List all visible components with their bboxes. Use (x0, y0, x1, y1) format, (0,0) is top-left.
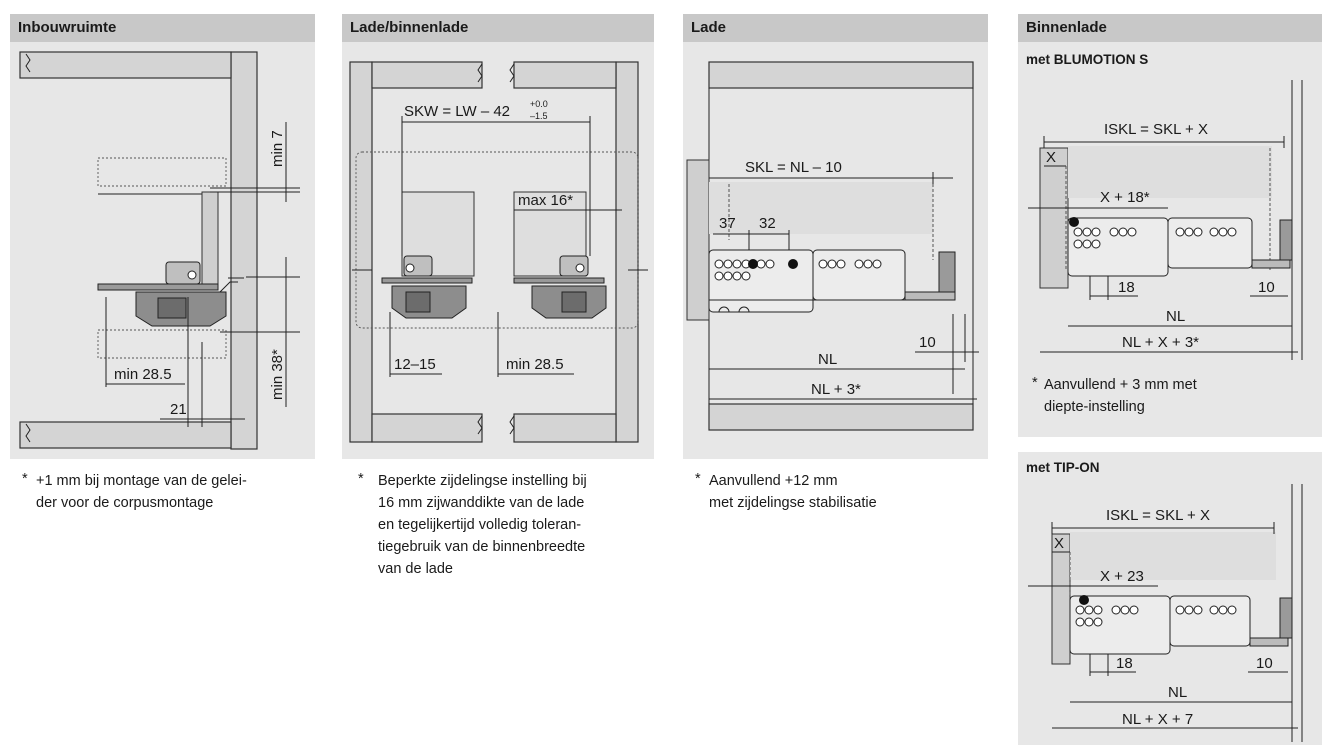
footnote: * +1 mm bij montage van de gelei- der vo… (22, 470, 312, 514)
column-lade: Lade SKL = NL – 10 37 32 (683, 14, 988, 734)
footnote-line: Aanvullend + 3 mm met (1044, 377, 1197, 393)
dim-iskl: ISKL = SKL + X (1106, 507, 1210, 524)
dim-nl: NL (818, 351, 837, 368)
dim-12-15: 12–15 (394, 356, 436, 373)
dim-iskl: ISKL = SKL + X (1104, 121, 1208, 138)
blumotion-subtitle: met BLUMOTION S (1026, 52, 1149, 67)
footnote-line: en tegelijkertijd volledig toleran- (378, 517, 582, 533)
dim-skl: SKL = NL – 10 (745, 159, 842, 176)
column-lade-binnenlade: Lade/binnenlade (342, 14, 654, 734)
blumotion-panel: met BLUMOTION S ISKL = SKL + X X X + 18* (1018, 42, 1322, 437)
dim-nl-x-3: NL + X + 3* (1122, 334, 1199, 351)
dim-32: 32 (759, 215, 776, 232)
dim-nl: NL (1166, 308, 1185, 325)
footnote-line: 16 mm zijwanddikte van de lade (378, 495, 585, 511)
footnote-line: der voor de corpusmontage (36, 495, 214, 511)
diagram-panel: min 7 min 38* min 28.5 21 (10, 42, 315, 459)
footnote-star: * (695, 471, 701, 487)
footnote-line: van de lade (378, 561, 453, 577)
footnote-line: tiegebruik van de binnenbreedte (378, 539, 586, 555)
dim-min-28-5: min 28.5 (506, 356, 564, 373)
dim-min-28-5: min 28.5 (114, 366, 172, 383)
blumotion-diagram: ISKL = SKL + X X X + 18* 18 (1028, 80, 1303, 360)
dim-18: 18 (1116, 655, 1133, 672)
diagram-panel: SKL = NL – 10 37 32 (683, 42, 988, 459)
dim-x: X (1054, 535, 1064, 552)
dim-skw-formula: SKW = LW – 42 (404, 103, 510, 120)
dim-10: 10 (1256, 655, 1273, 672)
tipon-panel: met TIP-ON ISKL = SKL + X X X + 23 (1018, 452, 1322, 745)
column-title: Lade (683, 14, 988, 42)
dim-nl-plus-3: NL + 3* (811, 381, 861, 398)
dim-max-16: max 16* (518, 192, 573, 209)
footnote-line: Aanvullend +12 mm (709, 473, 838, 489)
dim-skw-tolerance-lower: –1.5 (530, 111, 548, 121)
footnote-star: * (22, 471, 28, 487)
footnote-line: Beperkte zijdelingse instelling bij (378, 473, 587, 489)
footnote-line: +1 mm bij montage van de gelei- (36, 473, 247, 489)
column-title: Inbouwruimte (10, 14, 315, 42)
tipon-subtitle: met TIP-ON (1026, 460, 1100, 475)
dim-37: 37 (719, 215, 736, 232)
diagram-panel: SKW = LW – 42 +0.0 –1.5 max 16* 12–15 mi… (342, 42, 654, 459)
column-title: Lade/binnenlade (342, 14, 654, 42)
dim-18: 18 (1118, 279, 1135, 296)
column-binnenlade: Binnenlade met BLUMOTION S ISKL = SKL + … (1018, 14, 1322, 745)
dim-10: 10 (919, 334, 936, 351)
dim-x-plus-18: X + 18* (1100, 189, 1150, 206)
dim-x-plus-23: X + 23 (1100, 568, 1144, 585)
dim-10: 10 (1258, 279, 1275, 296)
dim-21: 21 (170, 401, 187, 418)
footnote-line: met zijdelingse stabilisatie (709, 495, 877, 511)
dim-min-7: min 7 (269, 130, 286, 167)
installation-space-diagram: min 7 min 38* min 28.5 21 (19, 51, 300, 450)
drawer-inner-drawer-diagram: SKW = LW – 42 +0.0 –1.5 max 16* 12–15 mi… (349, 61, 648, 443)
dim-min-38: min 38* (269, 349, 286, 400)
footnote: * Aanvullend +12 mm met zijdelingse stab… (695, 470, 985, 514)
tipon-diagram: ISKL = SKL + X X X + 23 18 10 (1028, 484, 1303, 742)
dim-nl-x-7: NL + X + 7 (1122, 711, 1193, 728)
footnote: * Beperkte zijdelingse instelling bij 16… (358, 470, 652, 580)
column-title: Binnenlade (1018, 14, 1322, 42)
dim-skw-tolerance-upper: +0.0 (530, 99, 548, 109)
blumotion-footnote: * Aanvullend + 3 mm met diepte-instellin… (1032, 374, 1312, 418)
footnote-star: * (1032, 375, 1038, 391)
drawer-side-diagram: SKL = NL – 10 37 32 (686, 61, 979, 431)
footnote-star: * (358, 471, 364, 487)
column-inbouwruimte: Inbouwruimte (10, 14, 315, 734)
dim-nl: NL (1168, 684, 1187, 701)
footnote-line: diepte-instelling (1044, 399, 1145, 415)
dim-x: X (1046, 149, 1056, 166)
